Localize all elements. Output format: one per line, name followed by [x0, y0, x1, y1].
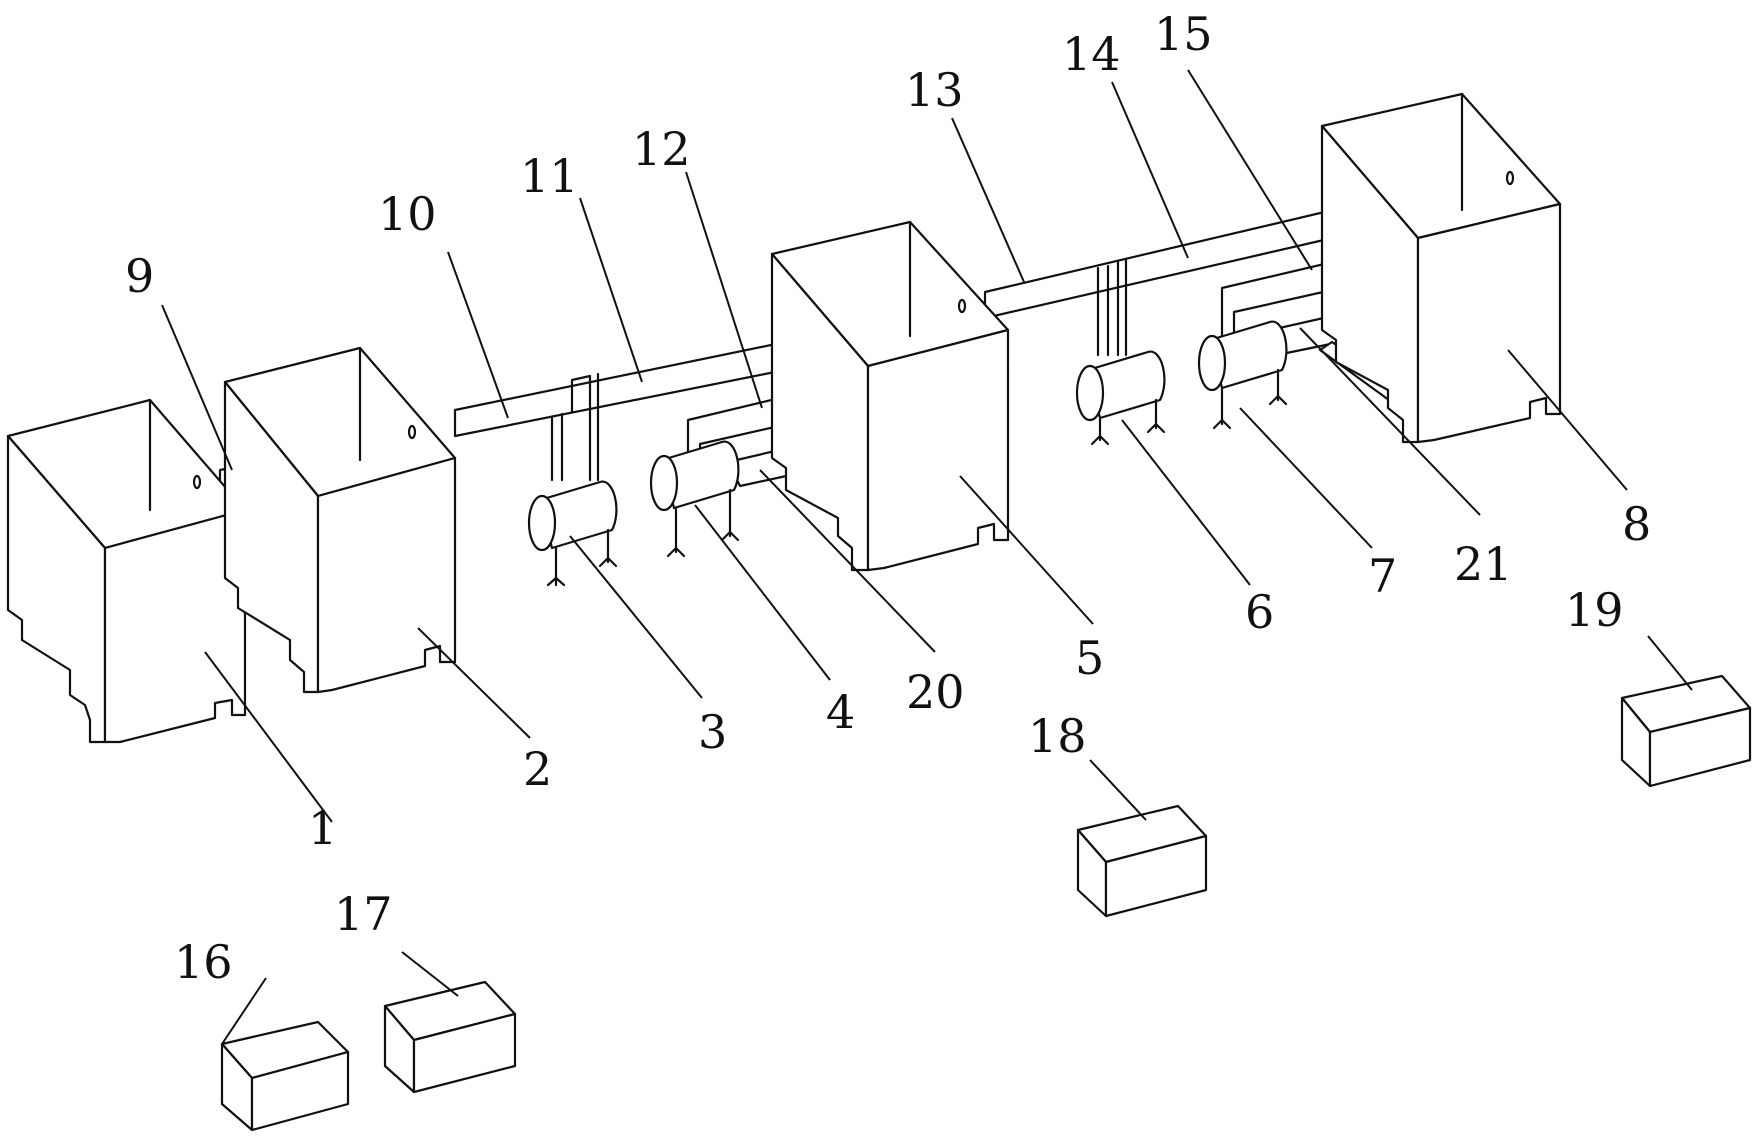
bin-16: [220, 1020, 350, 1132]
pump-7: [1197, 320, 1288, 430]
leader-lines: [161, 69, 1693, 1045]
label-14: 14: [1062, 27, 1121, 81]
label-13: 13: [905, 63, 964, 117]
label-3: 3: [698, 705, 727, 759]
label-15: 15: [1154, 7, 1213, 61]
label-6: 6: [1245, 585, 1274, 639]
pump-4: [649, 440, 740, 558]
label-7: 7: [1368, 549, 1397, 603]
label-1: 1: [308, 801, 337, 855]
bin-18: [1076, 804, 1208, 918]
label-21: 21: [1454, 537, 1513, 591]
label-17: 17: [334, 887, 393, 941]
tank-1: [6, 398, 247, 744]
bin-19: [1620, 674, 1752, 788]
bin-17: [383, 980, 517, 1094]
pump-6: [1075, 350, 1166, 446]
label-16: 16: [174, 935, 233, 989]
label-20: 20: [906, 665, 965, 719]
label-9: 9: [125, 249, 154, 303]
label-2: 2: [523, 742, 552, 796]
label-4: 4: [826, 685, 855, 739]
label-11: 11: [520, 149, 579, 203]
number-labels: 1 2 3 4 5 6 7 8 9 10 11 12 13 14 15 16 1…: [125, 7, 1651, 989]
label-19: 19: [1565, 583, 1624, 637]
label-5: 5: [1075, 631, 1104, 685]
label-10: 10: [378, 187, 437, 241]
tank-2: [223, 346, 457, 694]
tank-8: [1320, 92, 1562, 444]
label-8: 8: [1622, 497, 1651, 551]
label-18: 18: [1028, 709, 1087, 763]
label-12: 12: [632, 122, 691, 176]
pump-3: [527, 480, 618, 587]
tank-5: [770, 220, 1010, 572]
